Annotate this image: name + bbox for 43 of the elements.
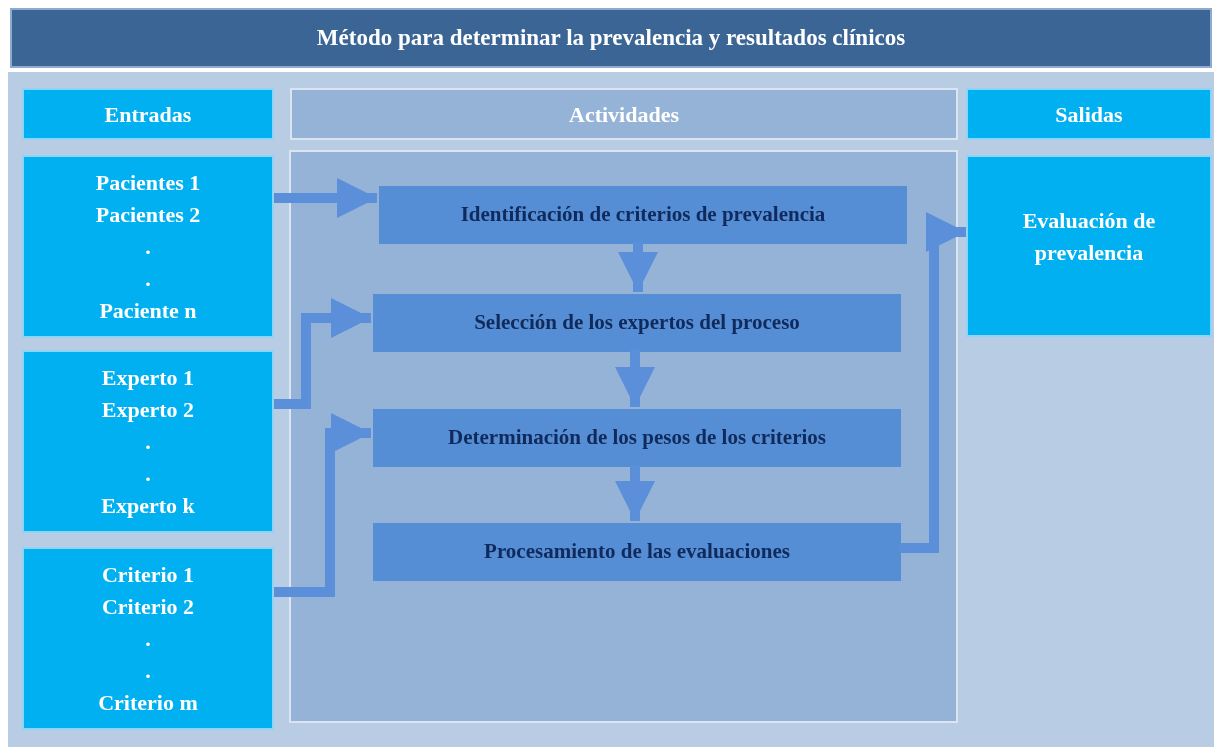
process-box: [373, 523, 901, 581]
node-text: Procesamiento de las evaluaciones: [483, 538, 791, 566]
node-text: .: [144, 264, 152, 293]
node-text: Experto 2: [100, 395, 196, 424]
node-text: Criterio 1: [100, 560, 196, 589]
node-text: Determinación de los pesos de los criterios: [447, 424, 827, 452]
node-text: Selección de los expertos del proceso: [473, 309, 801, 337]
arrow: [615, 465, 655, 521]
arrow: [274, 298, 371, 409]
output-box: [966, 155, 1212, 337]
input-box: [22, 155, 274, 338]
arrow: [899, 212, 966, 553]
arrow: [618, 242, 658, 292]
column-header: [290, 88, 958, 140]
node-text: .: [144, 459, 152, 488]
node-text: Pacientes 1: [94, 168, 202, 197]
node-text: Actividades: [568, 100, 680, 129]
arrow: [274, 413, 371, 597]
input-box: [22, 547, 274, 730]
process-box: [373, 294, 901, 352]
node-text: Salidas: [1054, 100, 1124, 129]
node-text: Criterio 2: [100, 592, 196, 621]
column-header: [966, 88, 1212, 140]
node-text: Evaluación de prevalencia: [1021, 207, 1157, 267]
arrow: [615, 350, 655, 407]
node-text: Entradas: [103, 100, 193, 129]
node-text: .: [144, 624, 152, 653]
node-text: Experto k: [100, 491, 196, 520]
process-box: [379, 186, 907, 244]
node-text: Paciente n: [98, 296, 198, 325]
node-text: Identificación de criterios de prevalencia: [459, 201, 827, 229]
node-text: Criterio m: [97, 688, 199, 717]
process-box: [373, 409, 901, 467]
activities-panel: [289, 150, 958, 723]
node-text: .: [144, 232, 152, 261]
node-text: .: [144, 427, 152, 456]
node-text: .: [144, 656, 152, 685]
node-text: Experto 1: [100, 363, 196, 392]
title-banner: Método para determinar la prevalencia y resultados clínicos: [10, 8, 1212, 68]
node-text: Pacientes 2: [94, 200, 202, 229]
input-box: [22, 350, 274, 533]
column-header: [22, 88, 274, 140]
arrow: [274, 178, 377, 218]
